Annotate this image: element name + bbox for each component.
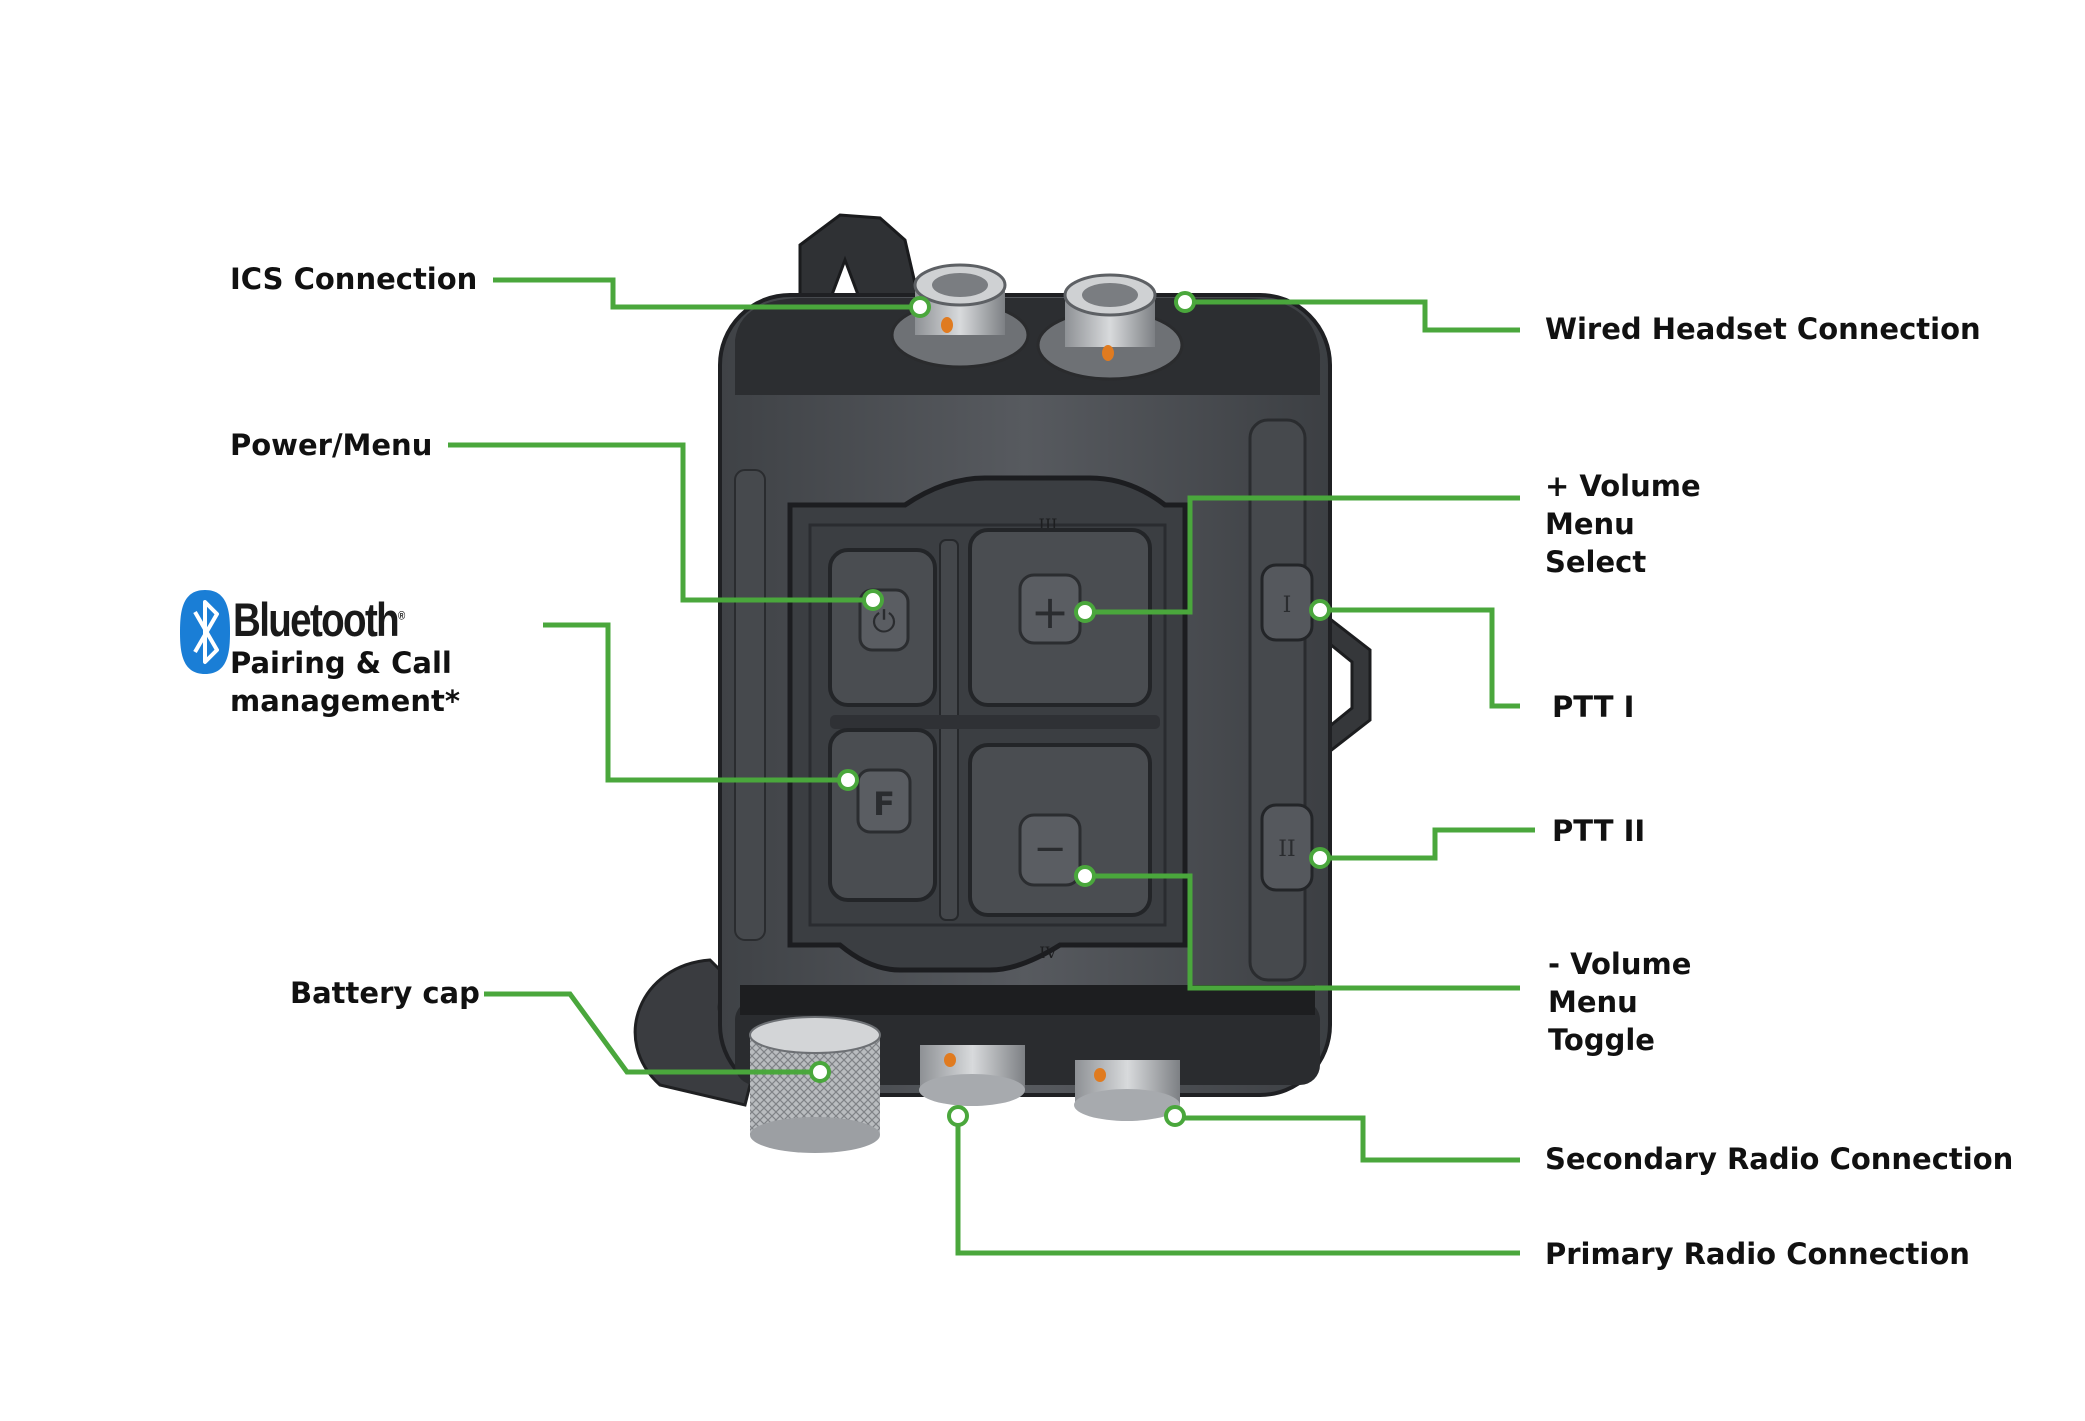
label-vol-down-line1: - Volume (1548, 947, 1692, 981)
leader-primary (955, 1118, 1520, 1256)
leader-battery (484, 991, 818, 1075)
label-ptt2-text: PTT II (1552, 814, 1646, 848)
ring-bottom-marking: IV (1039, 943, 1057, 962)
label-vol-down-line2: Menu (1548, 985, 1638, 1019)
top-band (735, 298, 1320, 395)
label-power-menu: Power/Menu (230, 426, 432, 464)
leader-bluetooth (543, 622, 845, 783)
bluetooth-wordmark: Bluetooth® (233, 593, 405, 646)
label-secondary-text: Secondary Radio Connection (1545, 1142, 2014, 1176)
ptt1-marking: I (1283, 593, 1292, 618)
label-bt-line1: Pairing & Call (230, 646, 452, 680)
label-battery-text: Battery cap (290, 976, 480, 1010)
leader-vol-up (1088, 495, 1520, 615)
secondary-radio-connector (1074, 1060, 1180, 1121)
label-primary-text: Primary Radio Connection (1545, 1237, 1970, 1271)
label-vol-down-line3: Toggle (1548, 1023, 1655, 1057)
label-headset-text: Wired Headset Connection (1545, 312, 1981, 346)
leader-ptt1 (1320, 607, 1520, 709)
leader-secondary (1180, 1115, 1520, 1163)
label-ics-connection: ICS Connection (230, 260, 477, 298)
registered-mark: ® (398, 608, 405, 623)
label-ptt1-text: PTT I (1552, 690, 1635, 724)
label-battery-cap: Battery cap (290, 974, 480, 1012)
leader-endpoints (809, 291, 1331, 1127)
label-vol-up-line2: Menu (1545, 507, 1635, 541)
ics-connector (890, 263, 1030, 369)
label-vol-up-line1: + Volume (1545, 469, 1701, 503)
label-power-text: Power/Menu (230, 428, 433, 462)
headset-connector (1036, 273, 1184, 381)
minus-icon: − (1033, 826, 1067, 872)
leader-power (448, 442, 870, 603)
label-ptt1: PTT I (1552, 688, 1634, 726)
primary-radio-connector (919, 1045, 1025, 1106)
leader-ptt2 (1320, 827, 1535, 861)
label-ics-text: ICS Connection (230, 262, 478, 296)
power-icon: ⏻ (872, 605, 896, 640)
label-bluetooth-pairing: Pairing & Call management* (230, 644, 460, 720)
label-bt-line2: management* (230, 684, 460, 718)
label-vol-up-line3: Select (1545, 545, 1647, 579)
top-handle (798, 213, 922, 307)
plus-icon: + (1031, 585, 1070, 639)
bluetooth-icon (180, 590, 230, 674)
ptt2-marking: II (1278, 837, 1295, 862)
leader-vol-down (1088, 873, 1520, 991)
label-volume-up: + Volume Menu Select (1545, 467, 1701, 581)
label-ptt2: PTT II (1552, 812, 1645, 850)
label-volume-down: - Volume Menu Toggle (1548, 945, 1691, 1059)
ptt2-button[interactable] (1260, 803, 1314, 892)
battery-cap (749, 1016, 881, 1153)
leader-lines (448, 277, 1535, 1256)
leader-headset (1185, 299, 1520, 333)
label-secondary-radio: Secondary Radio Connection (1545, 1140, 2013, 1178)
label-wired-headset: Wired Headset Connection (1545, 310, 1981, 348)
leader-ics (493, 277, 918, 310)
label-primary-radio: Primary Radio Connection (1545, 1235, 1970, 1273)
f-icon: F (873, 785, 895, 823)
